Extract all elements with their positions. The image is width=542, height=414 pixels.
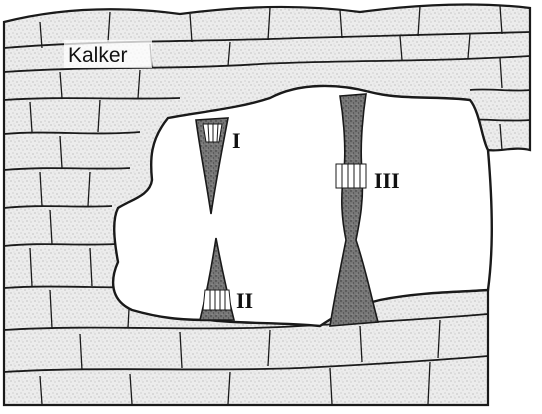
column-label: III (374, 168, 400, 193)
stalactite-label: I (232, 128, 241, 153)
cave-cavity (113, 86, 492, 326)
stalagmite-label: II (236, 288, 253, 313)
rock-label: Kalker (68, 44, 128, 67)
